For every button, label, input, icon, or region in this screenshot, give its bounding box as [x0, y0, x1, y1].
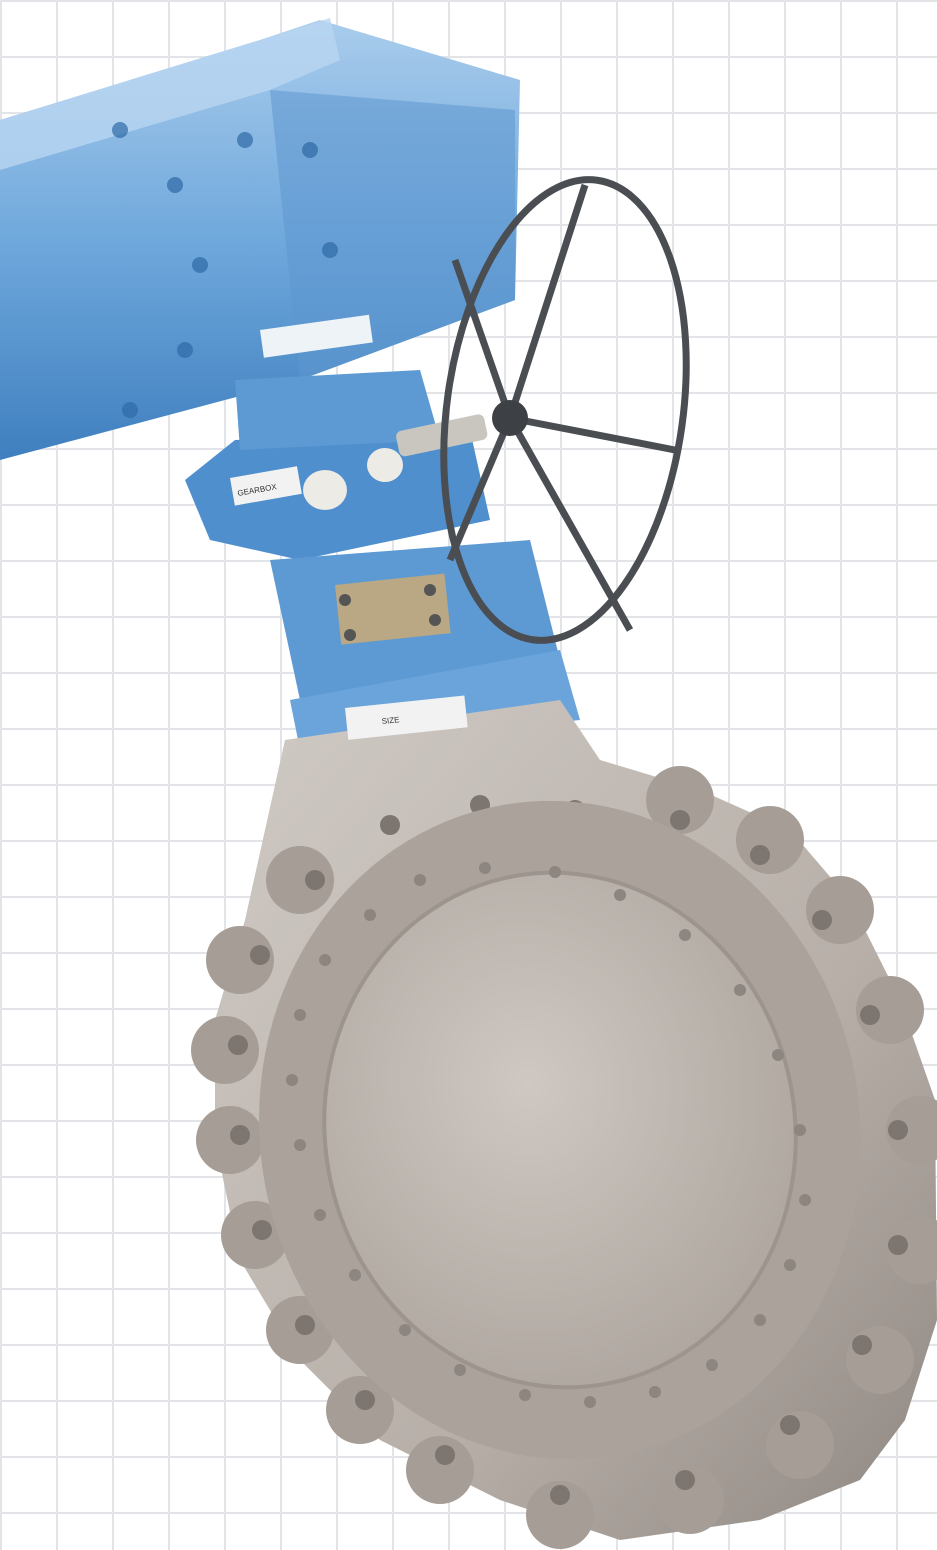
- valve-disc: [324, 872, 796, 1388]
- actuator: [0, 18, 520, 460]
- body-plate-text: SIZE: [381, 715, 400, 726]
- gearbox-cap-right: [367, 448, 403, 482]
- valve-body-nameplate: [345, 695, 468, 740]
- gearbox: GEARBOX: [185, 370, 490, 560]
- valve-body: SIZE: [191, 695, 937, 1549]
- handwheel: [440, 176, 690, 644]
- actuator-nameplate: [259, 314, 373, 358]
- gearbox-nameplate: [230, 466, 302, 506]
- gearbox-cap-left: [303, 470, 347, 510]
- stem-coupling: [335, 573, 451, 645]
- handwheel-hub: [492, 400, 528, 436]
